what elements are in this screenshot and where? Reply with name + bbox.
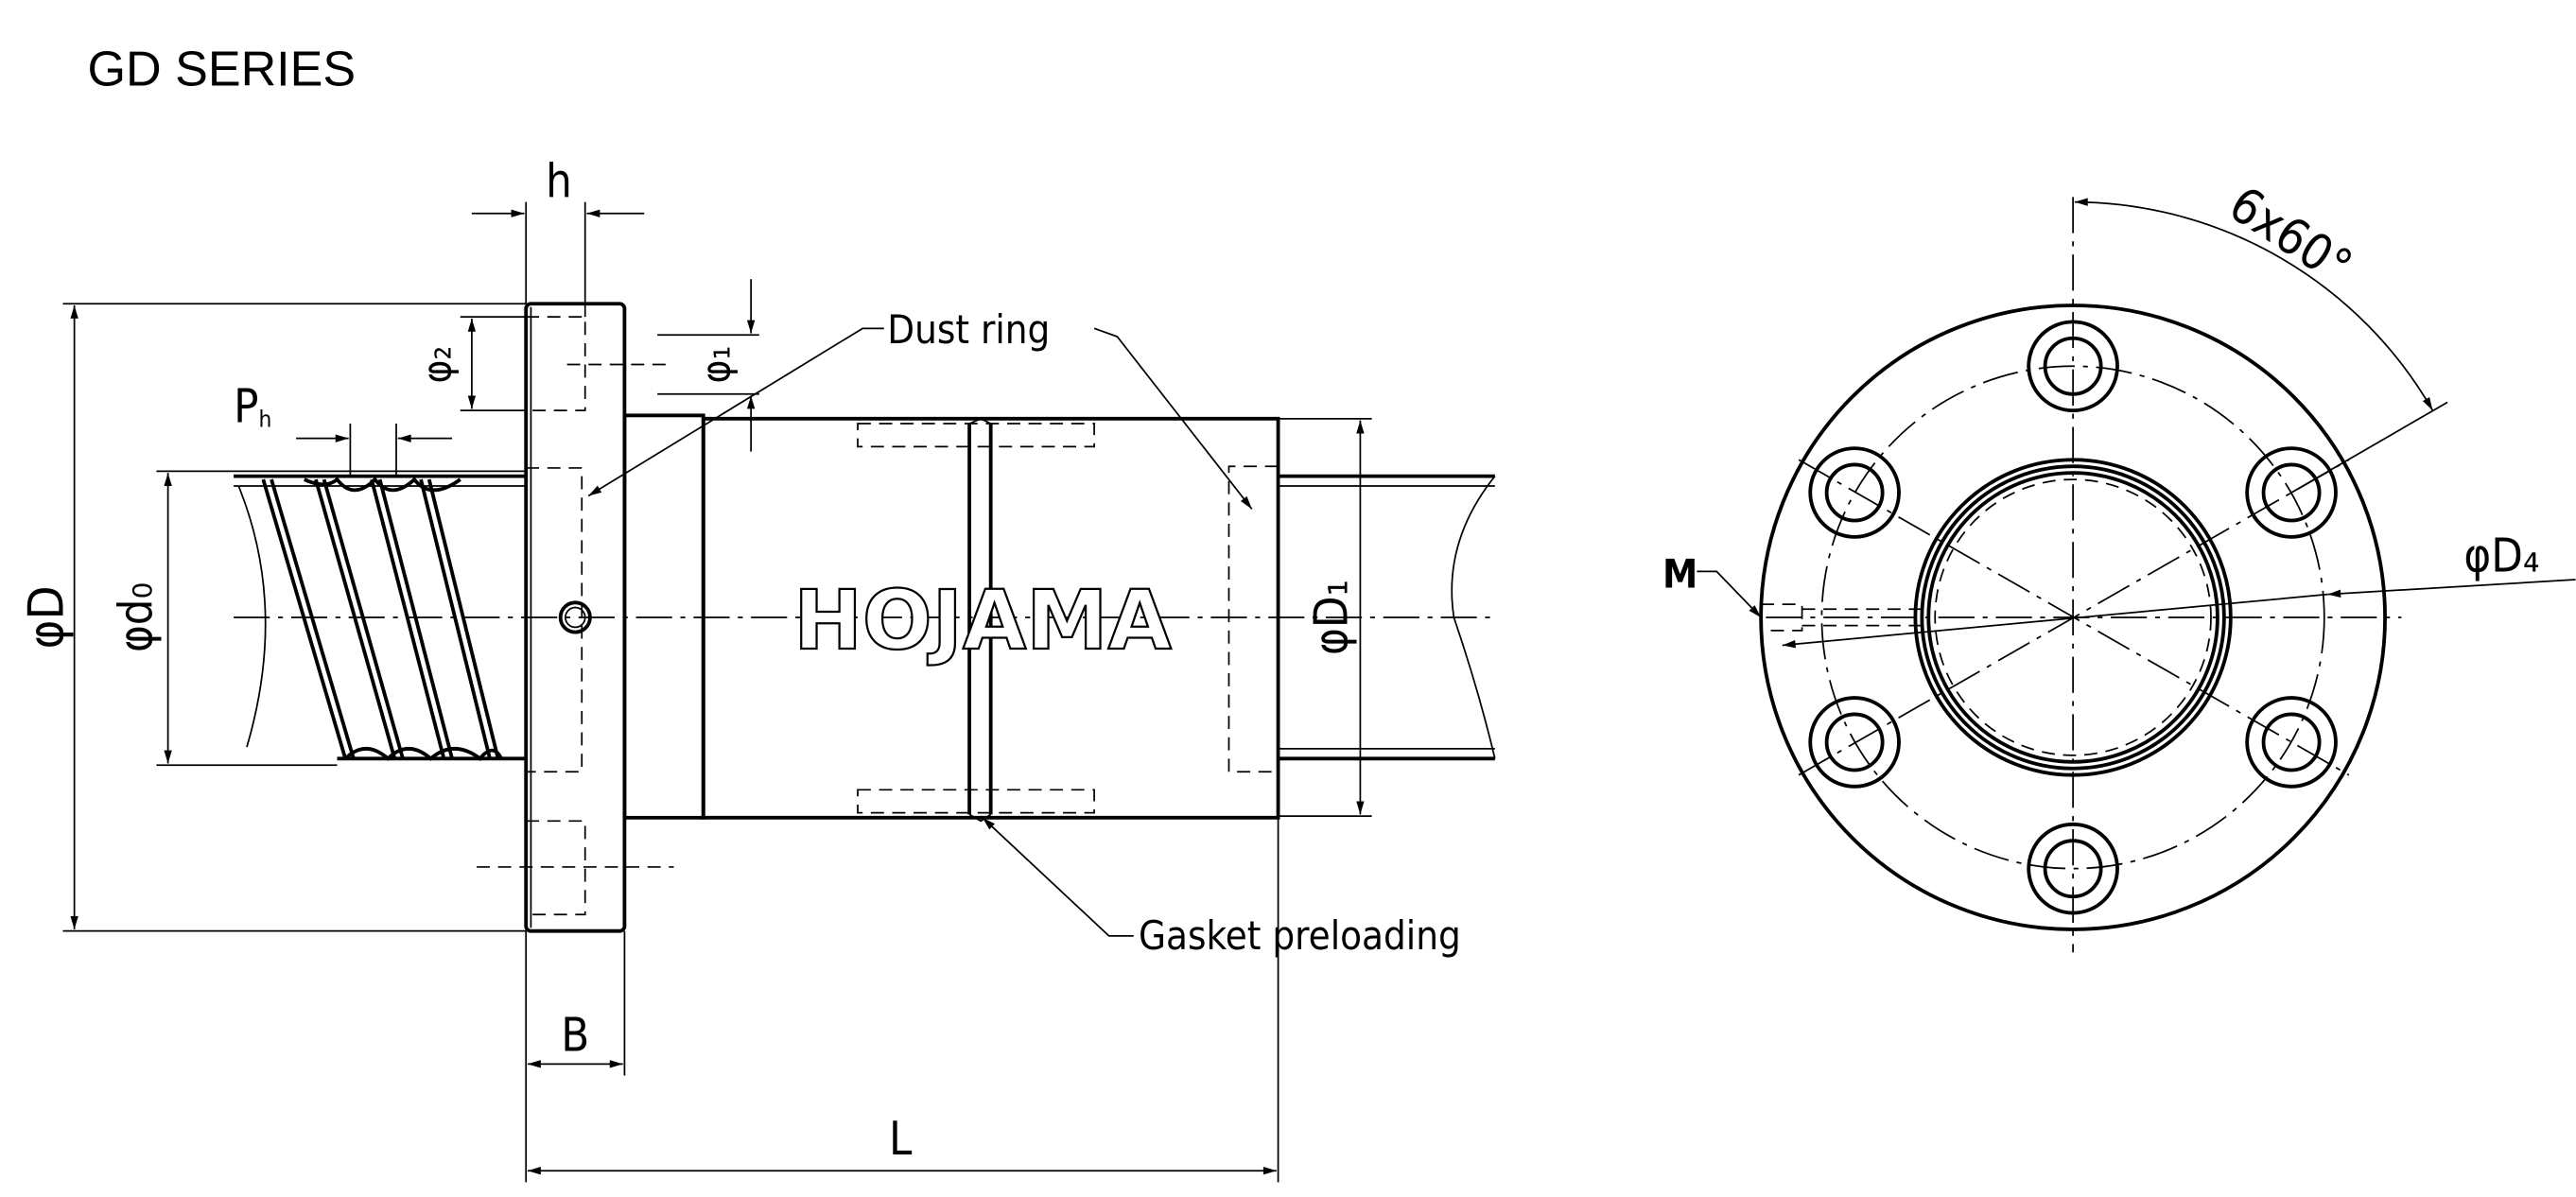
ph-label: Ph	[234, 380, 271, 433]
callout-m: M	[1662, 551, 1762, 618]
front-view: 6x60° φD₄ M	[1662, 176, 2576, 953]
h-label: h	[546, 155, 572, 208]
phi-d-label: φD	[18, 585, 75, 649]
angle-label: 6x60°	[2219, 176, 2362, 296]
dim-phi-1: φ₁	[657, 279, 759, 452]
nut-step	[622, 413, 705, 820]
dim-angle: 6x60°	[2074, 176, 2448, 494]
side-view: HOJAMA φD φd₀ φD₁ h	[18, 155, 1499, 1183]
bolt-hole	[1808, 696, 1901, 789]
dim-h: h	[471, 155, 645, 318]
dim-phi-d0: φd₀	[110, 470, 527, 767]
phi-2-label: φ₂	[413, 346, 460, 384]
dim-phi-d: φD	[18, 303, 527, 932]
callout-gasket: Gasket preloading	[982, 817, 1461, 959]
bore	[1913, 458, 2233, 777]
dim-phi-d4: φD₄	[1782, 529, 2576, 649]
dim-ph: Ph	[234, 380, 453, 477]
callout-dust-ring: Dust ring	[587, 306, 1253, 510]
screw-shaft	[234, 474, 1496, 761]
m-label: M	[1662, 551, 1697, 598]
page-title: GD SERIES	[88, 42, 357, 96]
phi-1-label: φ₁	[693, 346, 740, 384]
dim-b: B	[525, 930, 626, 1076]
bolt-hole	[2245, 696, 2338, 789]
bolt-hole	[2027, 822, 2119, 915]
dim-phi-d1: φD₁	[1278, 417, 1372, 817]
dust-ring-label: Dust ring	[887, 306, 1050, 353]
dim-l: L	[525, 817, 1279, 1183]
phi-d0-label: φd₀	[110, 582, 163, 652]
bolt-hole	[1808, 446, 1901, 539]
b-label: B	[561, 1009, 589, 1062]
l-label: L	[889, 1113, 913, 1166]
phi-d4-label: φD₄	[2463, 529, 2539, 582]
gasket-label: Gasket preloading	[1139, 912, 1461, 959]
bolt-hole	[2245, 446, 2338, 539]
nut-body	[701, 416, 1280, 820]
brand-logo: HOJAMA	[793, 573, 1172, 668]
bolt-circle	[1820, 365, 2325, 870]
phi-d1-label: φD₁	[1306, 580, 1359, 655]
dim-phi-2: φ₂	[413, 316, 527, 412]
